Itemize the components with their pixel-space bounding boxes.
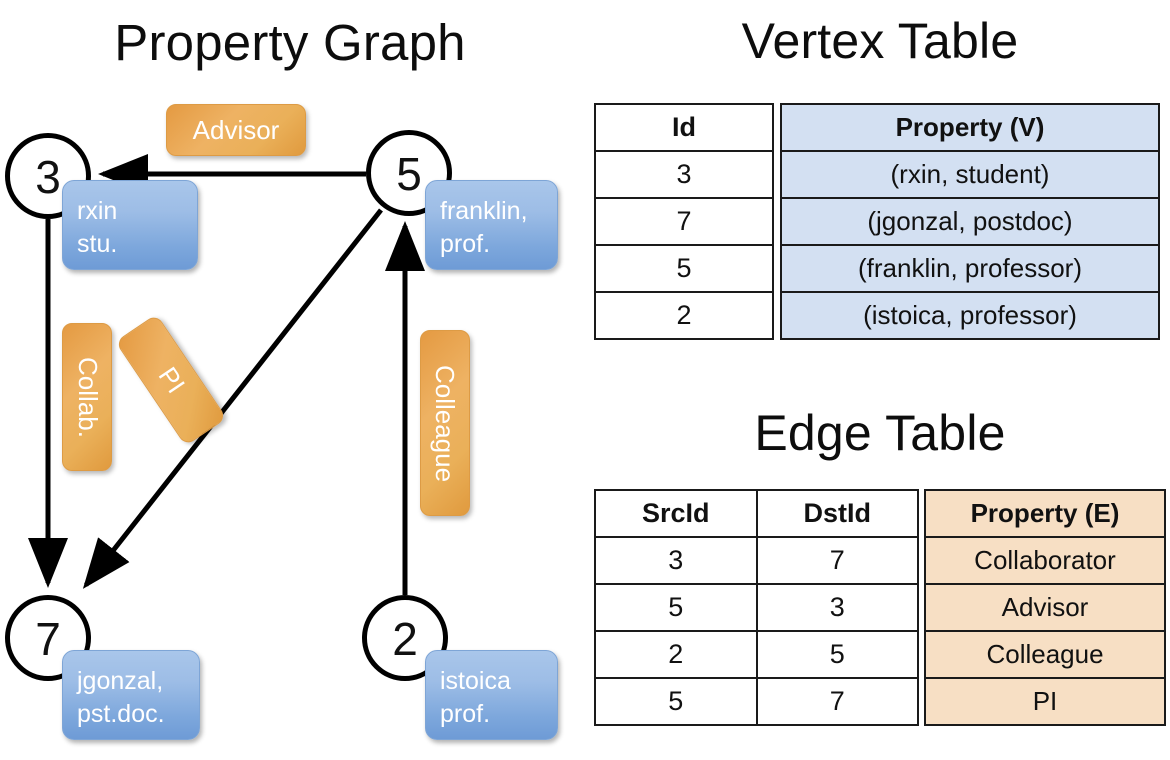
- edge-label-advisor[interactable]: Advisor: [166, 104, 306, 156]
- edge-table-header-dstid: DstId: [755, 489, 919, 538]
- page-title-property-graph: Property Graph: [114, 14, 466, 71]
- vertex-cell-id-2: 5: [594, 244, 774, 293]
- table-row[interactable]: (jgonzal, postdoc): [780, 197, 1160, 246]
- graph-node-5-label: 5: [396, 148, 422, 200]
- vertex-property-istoica-line2: prof.: [440, 700, 491, 728]
- vertex-property-franklin-line2: prof.: [440, 230, 491, 258]
- edge-cell-src-1: 5: [594, 583, 758, 632]
- edge-table-property-column: Property (E) Collaborator Advisor Collea…: [924, 489, 1166, 726]
- vertex-property-rxin-line1: rxin: [77, 197, 118, 225]
- vertex-property-jgonzal-line2: pst.doc.: [77, 700, 165, 728]
- edge-table-header-srcid: SrcId: [594, 489, 758, 538]
- vertex-table-id-column: Id 3 7 5 2: [594, 103, 774, 340]
- vertex-property-rxin-line2: stu.: [77, 230, 118, 258]
- edge-label-collab[interactable]: Collab.: [62, 323, 112, 471]
- table-row[interactable]: 2: [594, 291, 774, 340]
- edge-cell-property-1: Advisor: [924, 583, 1166, 632]
- graph-node-5[interactable]: 5: [366, 130, 452, 216]
- edge-5-to-7: [82, 208, 383, 589]
- edge-cell-property-0: Collaborator: [924, 536, 1166, 585]
- edge-cell-dst-3: 7: [755, 677, 919, 726]
- vertex-property-istoica-line1: istoica: [440, 667, 511, 695]
- vertex-cell-id-0: 3: [594, 150, 774, 199]
- table-row[interactable]: 5 3: [594, 583, 919, 632]
- graph-edges-layer: [28, 154, 425, 595]
- edge-table: SrcId DstId 3 7 5 3 2 5 5 7 Property (E: [594, 489, 1166, 726]
- property-graph-diagram: 3 5 7 2 rxin stu. franklin, prof. jgonza…: [0, 90, 585, 760]
- vertex-cell-property-0: (rxin, student): [780, 150, 1160, 199]
- table-header-row: SrcId DstId: [594, 489, 919, 538]
- vertex-property-box-jgonzal[interactable]: jgonzal, pst.doc.: [62, 650, 200, 740]
- edge-cell-dst-1: 3: [755, 583, 919, 632]
- vertex-property-jgonzal-line1: jgonzal,: [77, 667, 164, 695]
- edge-label-collab-text: Collab.: [72, 356, 103, 438]
- table-row[interactable]: 5: [594, 244, 774, 293]
- vertex-cell-property-1: (jgonzal, postdoc): [780, 197, 1160, 246]
- table-row[interactable]: (istoica, professor): [780, 291, 1160, 340]
- edge-cell-dst-2: 5: [755, 630, 919, 679]
- edge-cell-property-3: PI: [924, 677, 1166, 726]
- vertex-cell-property-2: (franklin, professor): [780, 244, 1160, 293]
- table-row[interactable]: (rxin, student): [780, 150, 1160, 199]
- table-header-row: Property (E): [924, 489, 1166, 538]
- vertex-table-header-property: Property (V): [780, 103, 1160, 152]
- table-row[interactable]: PI: [924, 677, 1166, 726]
- edge-label-advisor-text: Advisor: [192, 114, 280, 145]
- table-header-row: Property (V): [780, 103, 1160, 152]
- vertex-property-box-istoica[interactable]: istoica prof.: [425, 650, 558, 740]
- vertex-property-box-rxin[interactable]: rxin stu.: [62, 180, 198, 270]
- vertex-table-property-column: Property (V) (rxin, student) (jgonzal, p…: [780, 103, 1160, 340]
- table-row[interactable]: (franklin, professor): [780, 244, 1160, 293]
- edge-table-header-property: Property (E): [924, 489, 1166, 538]
- table-row[interactable]: 5 7: [594, 677, 919, 726]
- edge-cell-property-2: Colleague: [924, 630, 1166, 679]
- vertex-cell-id-1: 7: [594, 197, 774, 246]
- edge-cell-dst-0: 7: [755, 536, 919, 585]
- page-title-vertex-table: Vertex Table: [741, 13, 1019, 69]
- table-row[interactable]: Collaborator: [924, 536, 1166, 585]
- vertex-cell-property-3: (istoica, professor): [780, 291, 1160, 340]
- vertex-property-box-franklin[interactable]: franklin, prof.: [425, 180, 558, 270]
- table-row[interactable]: Advisor: [924, 583, 1166, 632]
- graph-node-3-label: 3: [35, 151, 61, 203]
- edge-cell-src-3: 5: [594, 677, 758, 726]
- edge-label-colleague-text: Colleague: [430, 364, 461, 482]
- page-title-edge-table: Edge Table: [754, 405, 1006, 461]
- table-header-row: Id: [594, 103, 774, 152]
- table-row[interactable]: 7: [594, 197, 774, 246]
- table-row[interactable]: 3: [594, 150, 774, 199]
- vertex-property-franklin-line1: franklin,: [440, 197, 528, 225]
- table-row[interactable]: 2 5: [594, 630, 919, 679]
- graph-node-2-label: 2: [392, 613, 418, 665]
- graph-node-7-label: 7: [35, 613, 61, 665]
- edge-cell-src-2: 2: [594, 630, 758, 679]
- edge-label-colleague[interactable]: Colleague: [420, 330, 470, 516]
- vertex-table-header-id: Id: [594, 103, 774, 152]
- vertex-cell-id-3: 2: [594, 291, 774, 340]
- table-row[interactable]: Colleague: [924, 630, 1166, 679]
- graph-node-3[interactable]: 3: [5, 133, 91, 219]
- table-row[interactable]: 3 7: [594, 536, 919, 585]
- edge-table-id-columns: SrcId DstId 3 7 5 3 2 5 5 7: [594, 489, 919, 726]
- edge-cell-src-0: 3: [594, 536, 758, 585]
- edge-label-pi-text: PI: [152, 361, 191, 399]
- vertex-table: Id 3 7 5 2 Property (V) (rxin, student): [594, 103, 1160, 340]
